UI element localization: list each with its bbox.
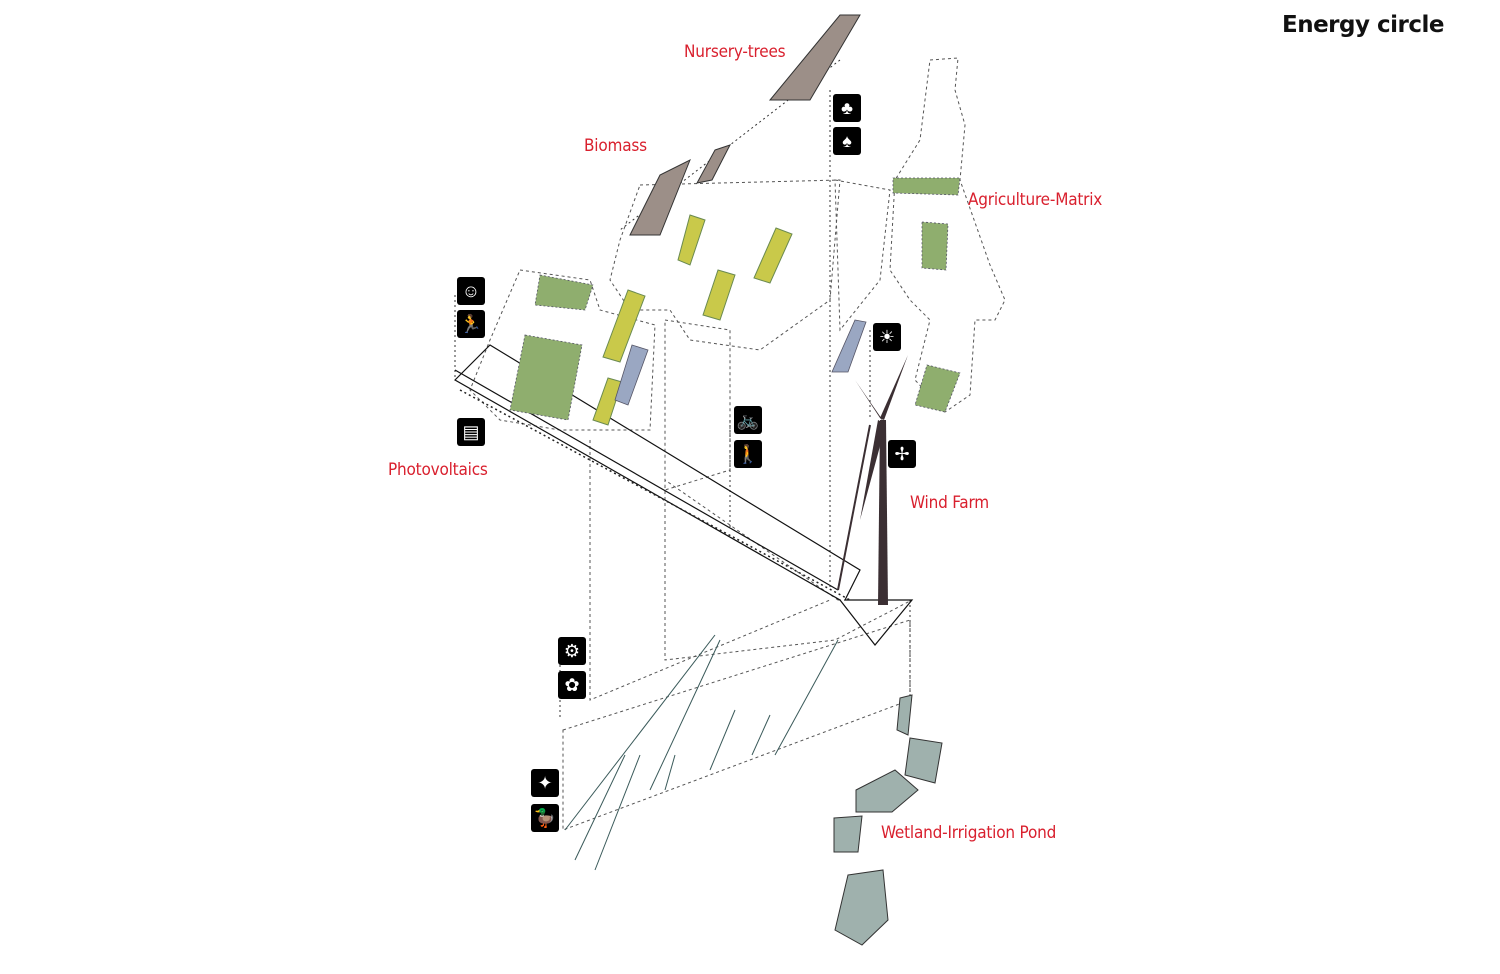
duck-icon: 🦆 [531, 804, 559, 832]
solar-panel-icon: ▤ [457, 418, 485, 446]
sun-icon: ☀ [873, 323, 901, 351]
tree-icon: ♠ [833, 127, 861, 155]
diagram-title: Energy circle [1282, 12, 1444, 38]
label-wind-farm: Wind Farm [910, 493, 989, 513]
frog-icon: ✦ [531, 769, 559, 797]
wetland-flow-arrows [564, 634, 839, 871]
label-biomass: Biomass [584, 136, 647, 156]
label-wetland-irrigation-pond: Wetland-Irrigation Pond [881, 823, 1057, 843]
wetland-ponds [833, 694, 943, 946]
picnic-icon: ☺ [457, 277, 485, 305]
agriculture-fields [509, 177, 961, 421]
biomass-flower-strips [592, 214, 793, 426]
pedestrian-icon: 🚶 [734, 440, 762, 468]
bicycle-icon: 🚲 [734, 406, 762, 434]
nursery-tree-blocks [629, 14, 861, 236]
tree-canopy-icon: ♣ [833, 94, 861, 122]
wind-turbine-icon: ✢ [888, 440, 916, 468]
tractor-icon: ⚙ [558, 637, 586, 665]
label-agriculture-matrix: Agriculture-Matrix [968, 190, 1103, 210]
label-photovoltaics: Photovoltaics [388, 460, 488, 480]
wind-turbine [837, 355, 908, 605]
label-nursery-trees: Nursery-trees [684, 42, 786, 62]
solar-panel-arrays [614, 319, 867, 406]
plant-icon: ✿ [558, 671, 586, 699]
tennis-player-icon: 🏃 [457, 310, 485, 338]
